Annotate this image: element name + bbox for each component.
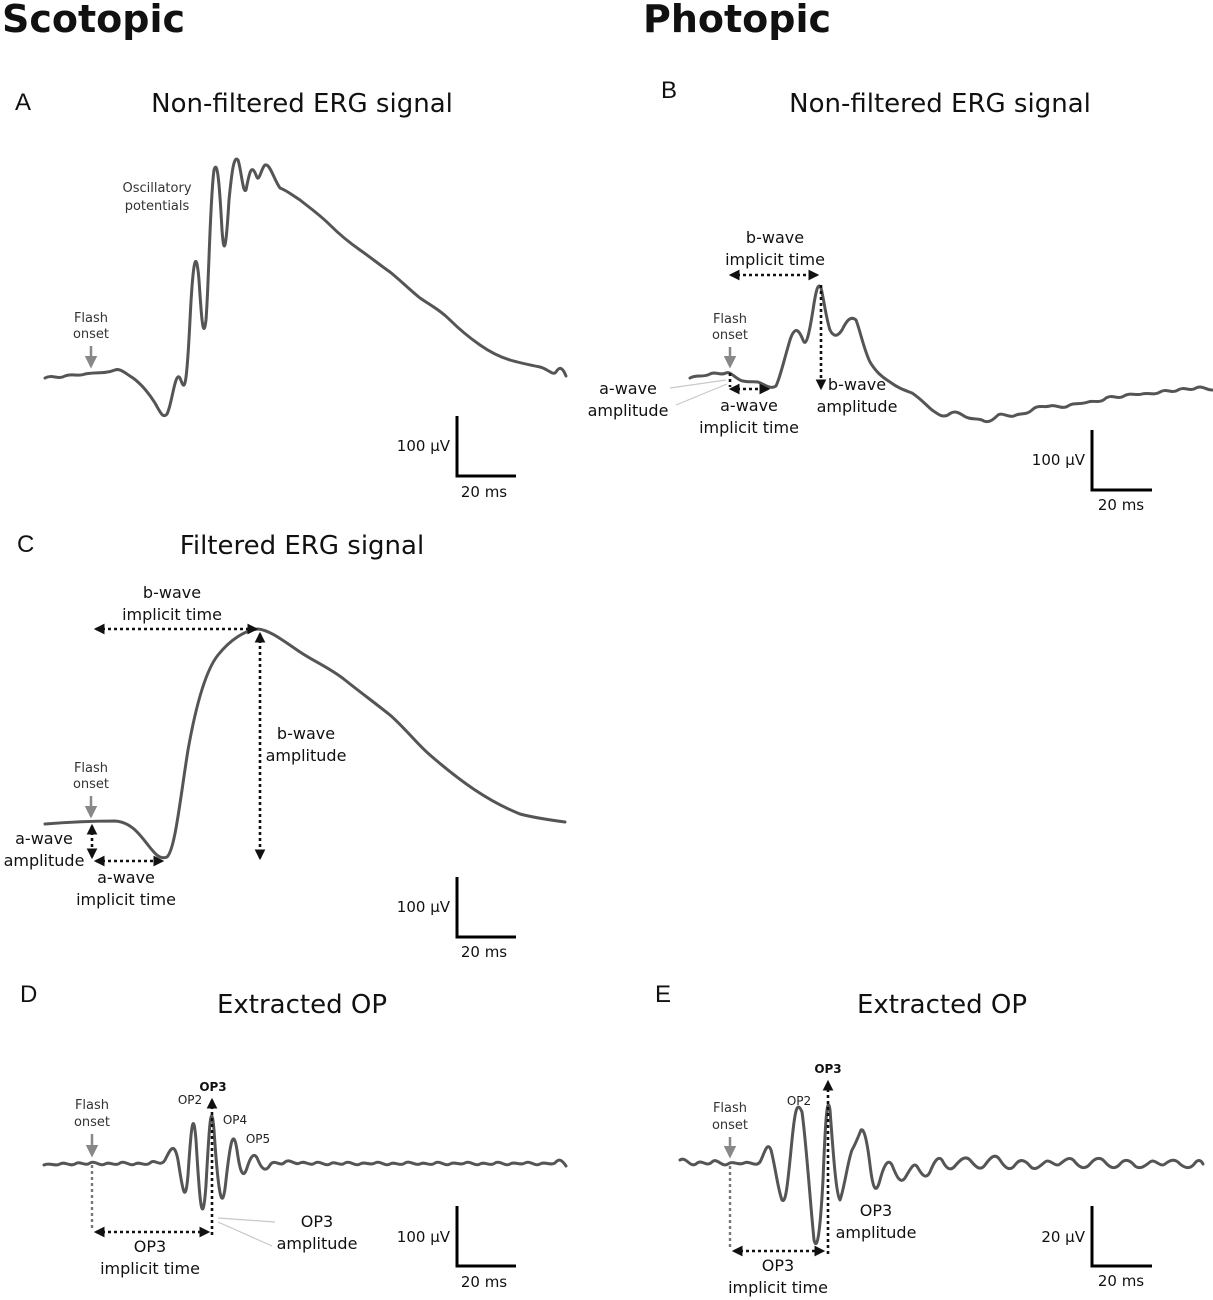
panel-c-awave-time-label-line2: implicit time [76, 890, 176, 909]
panel-d-letter: D [20, 981, 37, 1008]
panel-d-op3-amp-leader-2 [217, 1221, 273, 1247]
panel-d-op4-label: OP4 [223, 1113, 247, 1127]
panel-d-op3-amp-label-line2: amplitude [277, 1234, 358, 1253]
panel-b-title: Non-filtered ERG signal [789, 89, 1091, 119]
panel-b-scale-voltage: 100 µV [1032, 451, 1086, 469]
panel-d-title: Extracted OP [217, 990, 387, 1020]
panel-d-scale-voltage: 100 µV [397, 1228, 451, 1246]
panel-b: B Non-filtered ERG signal Flash onset b-… [588, 77, 1213, 514]
panel-a-flash-label-line1: Flash [74, 311, 108, 326]
panel-b-bwave-time-label-line1: b-wave [746, 228, 804, 247]
panel-d-op3-time-label-line1: OP3 [134, 1237, 166, 1256]
panel-e-op2-label: OP2 [787, 1094, 811, 1108]
panel-c-title: Filtered ERG signal [180, 531, 424, 561]
panel-e-trace [678, 1103, 1205, 1246]
panel-b-awave-amp-leader-1 [669, 379, 727, 389]
panel-e-scale-bar [1090, 1206, 1152, 1268]
panel-e-op3-amp-label-line1: OP3 [860, 1201, 892, 1220]
panel-c-bwave-amp-label-line1: b-wave [277, 724, 335, 743]
panel-c-letter: C [17, 531, 34, 558]
panel-d-op5-label: OP5 [246, 1132, 270, 1146]
panel-e-op3-time-label-line2: implicit time [728, 1278, 828, 1297]
panel-e-title: Extracted OP [857, 990, 1027, 1020]
panel-d-op3-amp-label-line1: OP3 [301, 1212, 333, 1231]
panel-c-bwave-time-label-line1: b-wave [143, 583, 201, 602]
panel-a-letter: A [15, 89, 31, 116]
panel-b-awave-amp-leader-2 [675, 383, 728, 406]
panel-d-op3-amp-leader-1 [217, 1217, 276, 1223]
panel-a-flash-label-line2: onset [73, 327, 109, 342]
panel-c-flash-label-line1: Flash [74, 761, 108, 776]
panel-b-awave-amp-label-line2: amplitude [588, 401, 669, 420]
panel-c-awave-amp-label-line1: a-wave [15, 829, 73, 848]
panel-c: C Filtered ERG signal Flash onset b-wave… [4, 531, 567, 961]
panel-c-awave-amp-label-line2: amplitude [4, 851, 85, 870]
panel-b-trace [688, 284, 1213, 424]
panel-d-flash-label-line2: onset [74, 1115, 110, 1130]
panel-e-op3-amp-label-line2: amplitude [836, 1223, 917, 1242]
panel-c-awave-time-label-line1: a-wave [97, 868, 155, 887]
panel-b-awave-amp-label-line1: a-wave [599, 379, 657, 398]
panel-e-letter: E [655, 981, 671, 1008]
panel-b-bwave-amp-label-line2: amplitude [817, 397, 898, 416]
panel-b-flash-label-line1: Flash [713, 312, 747, 327]
panel-b-flash-label-line2: onset [712, 328, 748, 343]
panel-b-awave-time-label-line1: a-wave [720, 396, 778, 415]
panel-a-trace [43, 157, 568, 418]
panel-e-flash-label-line2: onset [712, 1118, 748, 1133]
panel-a: A Non-filtered ERG signal Oscillatory po… [15, 89, 568, 501]
panel-a-scale-time: 20 ms [461, 483, 507, 501]
panel-d-op2-label: OP2 [178, 1093, 202, 1107]
photopic-header: Photopic [643, 0, 831, 41]
panel-c-trace [43, 627, 567, 860]
panel-d-op3-label: OP3 [199, 1080, 226, 1094]
panel-c-scale-voltage: 100 µV [397, 898, 451, 916]
panel-e: E Extracted OP Flash onset OP2 OP3 OP3 a… [655, 981, 1205, 1297]
panel-a-op-label-line2: potentials [125, 199, 190, 214]
panel-b-bwave-time-label-line2: implicit time [725, 250, 825, 269]
panel-d-scale-bar [455, 1206, 516, 1268]
panel-e-op3-time-label-line1: OP3 [762, 1256, 794, 1275]
panel-d-trace [42, 1114, 568, 1211]
panel-e-scale-voltage: 20 µV [1041, 1228, 1085, 1246]
panel-b-scale-bar [1090, 430, 1152, 492]
panel-c-flash-label-line2: onset [73, 777, 109, 792]
panel-a-op-label-line1: Oscillatory [122, 181, 191, 196]
panel-e-scale-time: 20 ms [1098, 1272, 1144, 1290]
panel-d: D Extracted OP Flash onset OP2 OP3 OP4 O… [20, 981, 568, 1291]
panel-e-flash-label-line1: Flash [713, 1101, 747, 1116]
panel-c-scale-bar [455, 877, 516, 939]
panel-b-scale-time: 20 ms [1098, 496, 1144, 514]
scotopic-header: Scotopic [2, 0, 185, 41]
panel-a-title: Non-filtered ERG signal [151, 89, 453, 119]
panel-c-bwave-amp-label-line2: amplitude [266, 746, 347, 765]
panel-b-letter: B [661, 77, 677, 104]
panel-a-scale-bar [455, 416, 516, 478]
panel-b-awave-time-label-line2: implicit time [699, 418, 799, 437]
panel-b-bwave-amp-label-line1: b-wave [828, 375, 886, 394]
panel-d-flash-label-line1: Flash [75, 1098, 109, 1113]
panel-a-scale-voltage: 100 µV [397, 437, 451, 455]
panel-e-op3-label: OP3 [814, 1062, 841, 1076]
panel-c-scale-time: 20 ms [461, 943, 507, 961]
panel-c-bwave-time-label-line2: implicit time [122, 605, 222, 624]
panel-d-op3-time-label-line2: implicit time [100, 1259, 200, 1278]
panel-d-scale-time: 20 ms [461, 1273, 507, 1291]
